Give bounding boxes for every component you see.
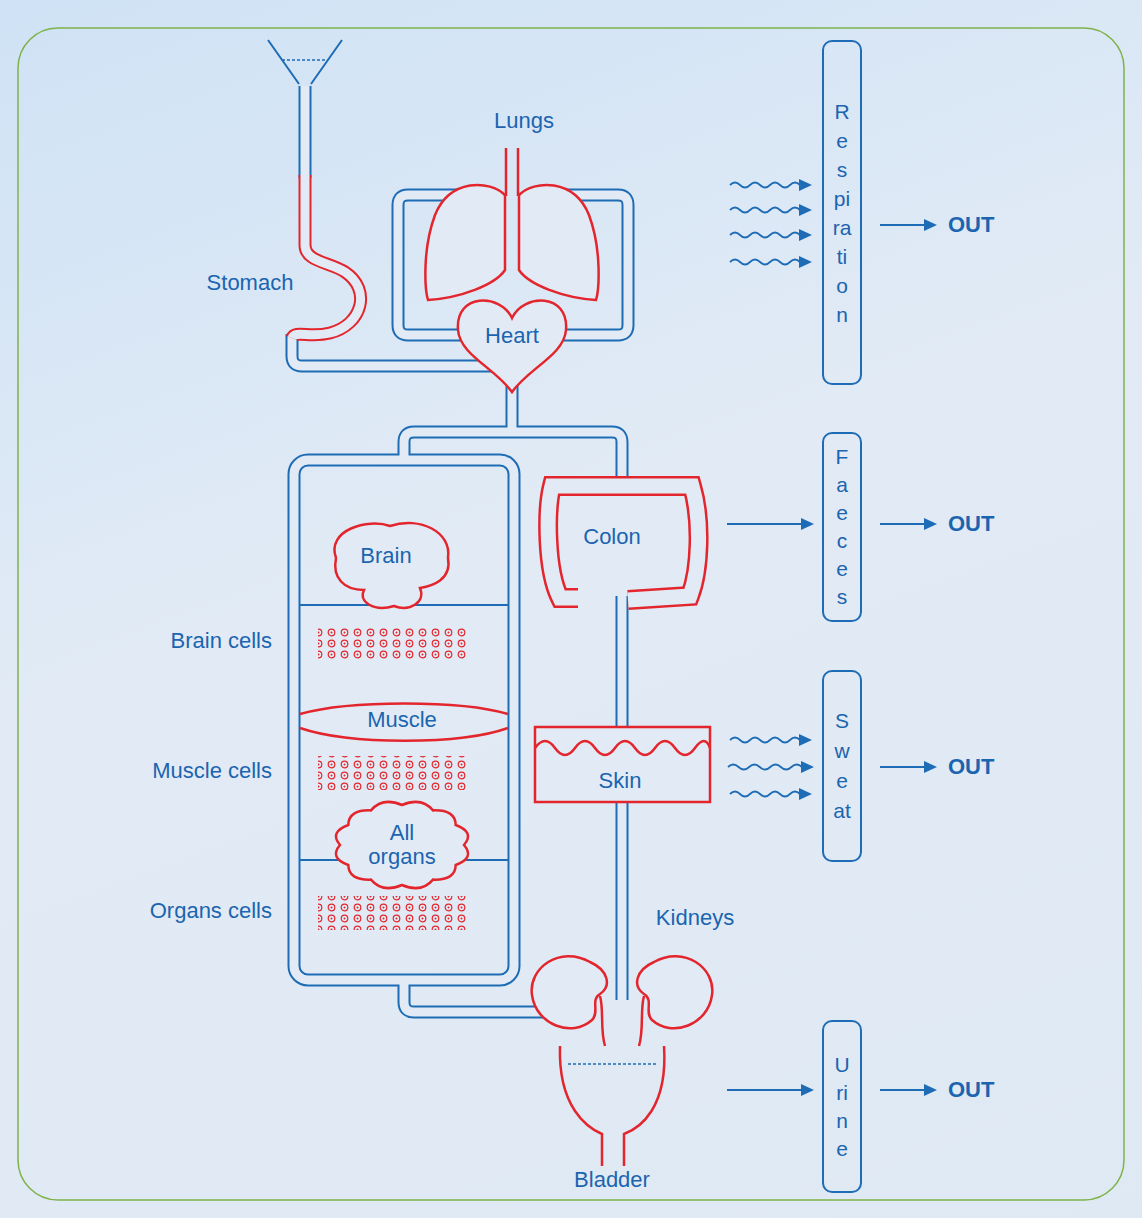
colon-tube [548, 486, 698, 600]
stomach-organ: Stomach [280, 245, 375, 345]
output-box: Faeces [822, 432, 862, 622]
arrow-line [727, 1089, 802, 1091]
organ-label: Skin [599, 769, 642, 793]
organ-label: Lungs [494, 109, 554, 133]
organ-cells-dots [318, 896, 468, 930]
arrow-line [728, 765, 802, 770]
arrow-heads [799, 179, 812, 800]
output-box: Respiration [822, 40, 862, 385]
muscle-tissue: Muscle [300, 700, 508, 745]
brain-outline [334, 523, 448, 608]
organ-label: Stomach [207, 271, 294, 295]
cell-label: Brain cells [171, 629, 272, 653]
panel-border [18, 28, 1124, 1200]
kidney-left [532, 956, 607, 1028]
brain-cells-dots [318, 626, 468, 660]
funnel-water [282, 59, 328, 61]
funnel [268, 40, 342, 84]
output-box: Sweat [822, 670, 862, 862]
skin-organ: Skin [535, 727, 710, 802]
vertical-box-label: Respiration [832, 97, 853, 329]
out-label: OUT [948, 1078, 994, 1102]
lungs-outline [425, 185, 598, 300]
bladder-water [568, 1063, 656, 1065]
output-box: Urine [822, 1020, 862, 1193]
flow-arrow [727, 518, 814, 530]
cell-label: Organs cells [150, 899, 272, 923]
vertical-box-label: Faeces [832, 443, 853, 611]
flow-arrow [727, 1084, 814, 1096]
wavy-arrow [728, 761, 814, 773]
bladder-organ: Bladder [555, 1040, 667, 1168]
out-label: OUT [948, 213, 994, 237]
organs-cloud: All organs [330, 795, 475, 895]
bladder-outline [560, 1046, 664, 1166]
heart-organ: Heart [455, 293, 570, 393]
organ-label: Brain [360, 544, 411, 568]
out-label: OUT [948, 755, 994, 779]
organ-label: Colon [583, 525, 640, 549]
muscle-cells-dots [318, 756, 468, 790]
stomach-tube [292, 175, 361, 338]
colon-organ: Colon [545, 472, 712, 607]
organ-label: Heart [485, 324, 539, 348]
kidney-right [637, 956, 712, 1028]
colon-tube-inner [548, 486, 698, 600]
blood-pipes [292, 86, 628, 1012]
organ-label: Muscle [367, 708, 437, 732]
lungs-organ: Lungs [420, 145, 628, 303]
organ-label: Bladder [574, 1168, 650, 1192]
arrow-head [801, 761, 814, 773]
skin-wave [535, 741, 710, 755]
organ-label: All organs [361, 821, 443, 869]
arrow-head [801, 1084, 814, 1096]
vertical-box-label: Sweat [832, 706, 853, 826]
out-arrows [880, 219, 937, 1096]
ureters [600, 996, 644, 1046]
organ-label: Kidneys [656, 906, 734, 930]
vapour-arrows [730, 183, 800, 797]
kidneys-organ: Kidneys [528, 950, 716, 1038]
blood-pipes-inner [292, 86, 628, 1012]
brain-organ: Brain [330, 518, 455, 614]
muscle-shape [300, 704, 508, 741]
arrow-head [801, 518, 814, 530]
trachea [506, 148, 518, 196]
vertical-box-label: Urine [832, 1051, 853, 1163]
heart-outline [458, 301, 566, 392]
cell-label: Muscle cells [152, 759, 272, 783]
out-label: OUT [948, 512, 994, 536]
organs-cloud [336, 802, 468, 888]
stomach-tube-inner [292, 175, 361, 338]
arrow-line [727, 523, 802, 525]
skin-outline [535, 727, 710, 802]
